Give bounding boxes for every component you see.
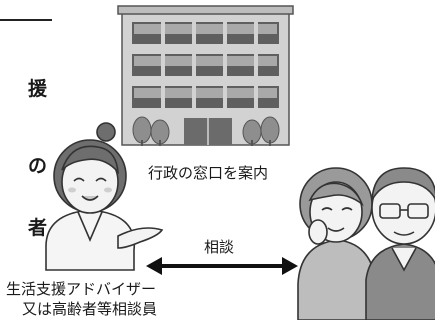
advisor-title-line-2: 又は高齢者等相談員 bbox=[22, 300, 158, 318]
admin-window-guidance-label: 行政の窓口を案内 bbox=[148, 164, 269, 182]
consultation-arrow bbox=[146, 257, 298, 275]
government-building bbox=[117, 5, 294, 146]
advisor-figure bbox=[45, 122, 164, 271]
side-text-char-3: 者 bbox=[28, 217, 48, 239]
side-text-char-2: の bbox=[28, 155, 48, 177]
elderly-woman-figure bbox=[297, 167, 377, 320]
side-text-char-1: 援 bbox=[28, 78, 48, 100]
advisor-title-line-1: 生活支援アドバイザー bbox=[6, 280, 157, 298]
top-divider-line bbox=[0, 19, 52, 21]
elderly-man-figure bbox=[365, 167, 435, 320]
consultation-label: 相談 bbox=[204, 238, 235, 256]
